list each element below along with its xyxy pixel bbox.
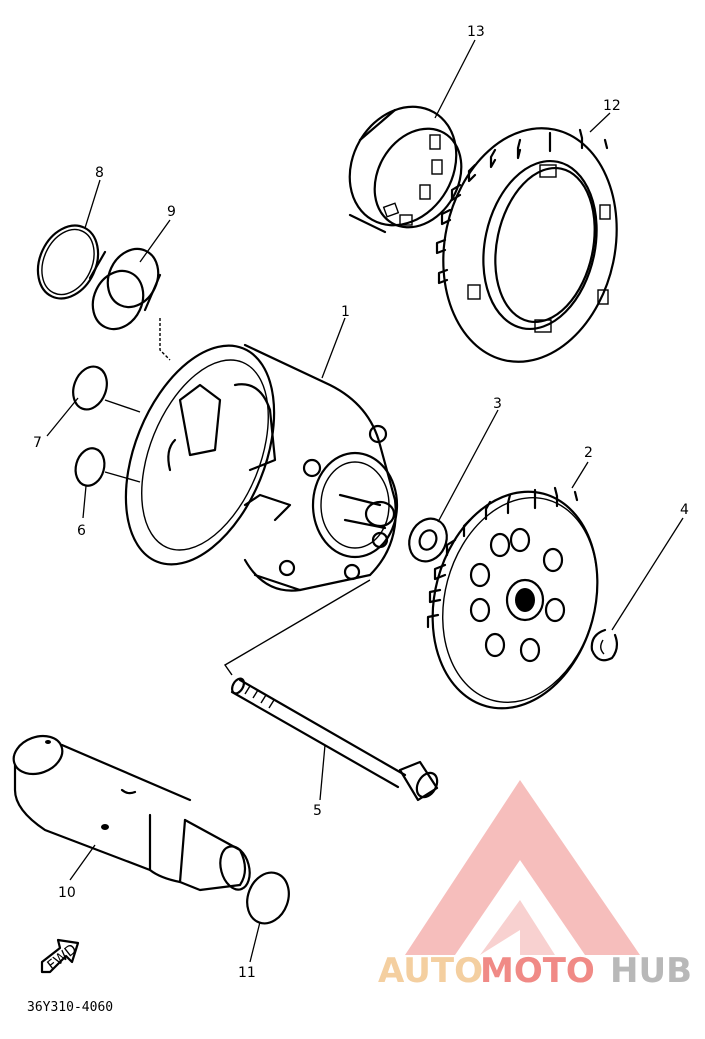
callout-9: 9 [167, 204, 176, 220]
watermark-moto: MOTO [480, 951, 595, 991]
washer-part-3 [408, 517, 448, 563]
callout-7: 7 [33, 435, 42, 451]
callout-labels: 1 2 3 4 5 6 7 8 9 10 11 12 13 [33, 24, 689, 981]
collar-part-9 [88, 247, 162, 331]
o-ring-part-11 [246, 871, 290, 925]
o-ring-part-6 [74, 447, 106, 487]
callout-5: 5 [313, 803, 322, 819]
callout-10: 10 [58, 885, 76, 901]
shaft-part-10 [12, 734, 251, 892]
leader-lines [46, 39, 684, 963]
o-ring-part-8 [36, 224, 100, 300]
callout-4: 4 [680, 502, 689, 518]
callout-13: 13 [467, 24, 485, 40]
watermark-hub: HUB [610, 951, 692, 991]
clutch-gear-part-12 [435, 127, 618, 363]
bolt-part-5 [230, 677, 439, 802]
driven-gear-part-2 [426, 486, 599, 710]
watermark-logo [405, 780, 640, 955]
oil-pump-body-part-1 [124, 343, 399, 592]
fwd-label: FWD [44, 941, 80, 974]
circlip-part-4 [590, 628, 619, 662]
watermark-auto: AUTO [378, 951, 483, 991]
callout-2: 2 [584, 445, 593, 461]
callout-8: 8 [95, 165, 104, 181]
fwd-arrow-icon: FWD [40, 938, 80, 974]
callout-3: 3 [493, 396, 502, 412]
callout-1: 1 [341, 304, 350, 320]
callout-12: 12 [603, 98, 621, 114]
watermark-text: AUTO MOTO HUB [378, 951, 692, 991]
o-ring-part-7 [72, 365, 108, 411]
callout-6: 6 [77, 523, 86, 539]
catalog-code: 36Y310-4060 [27, 1000, 113, 1015]
callout-11: 11 [238, 965, 256, 981]
needle-bearing-part-13 [348, 105, 463, 234]
